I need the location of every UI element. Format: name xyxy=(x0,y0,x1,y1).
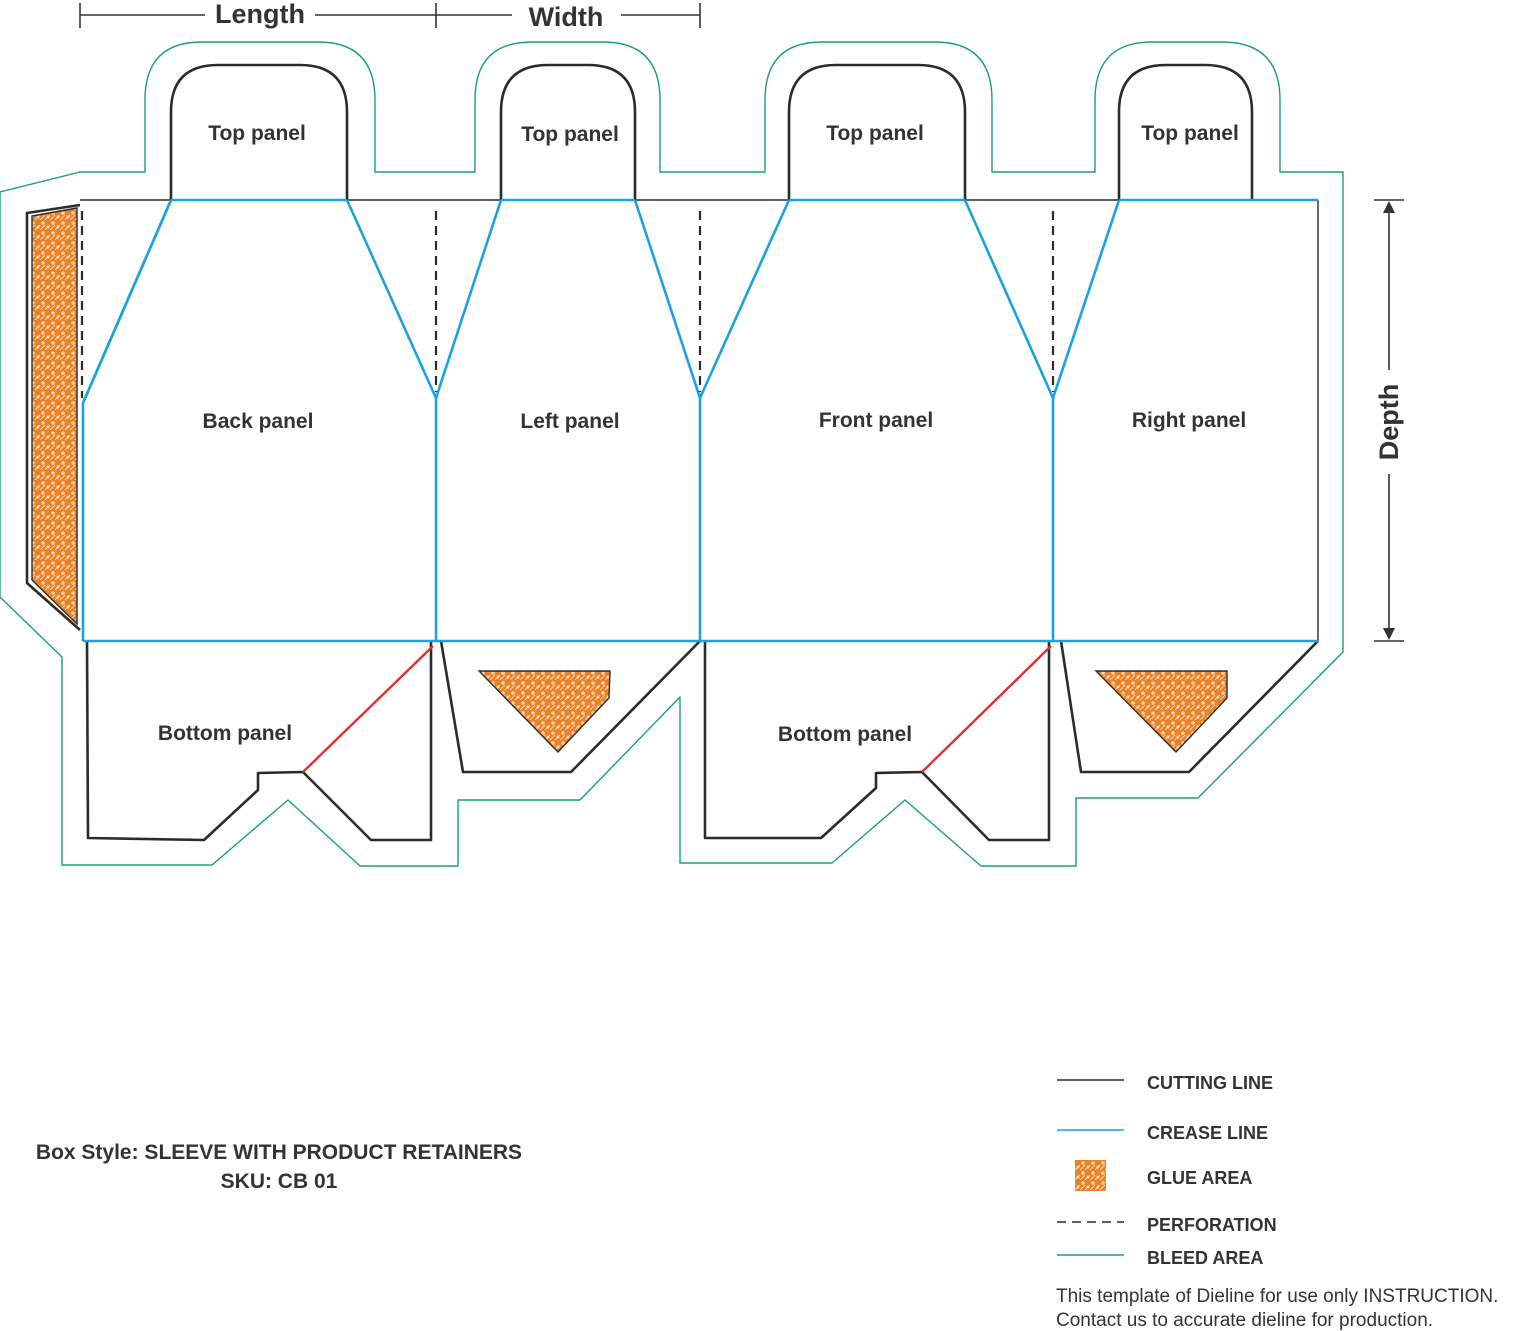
left-panel-label: Left panel xyxy=(520,410,619,433)
legend-bleed-area-label: BLEED AREA xyxy=(1147,1248,1263,1268)
legend-crease-line-label: CREASE LINE xyxy=(1147,1123,1268,1143)
front-panel-label: Front panel xyxy=(819,409,933,432)
glue-flap-cut xyxy=(25,203,81,631)
note-line-2: Contact us to accurate dieline for produ… xyxy=(1056,1310,1433,1331)
perforation-lines xyxy=(80,211,1055,398)
legend: CUTTING LINE CREASE LINE GLUE AREA PERFO… xyxy=(1057,1073,1277,1268)
red-fold-line-2 xyxy=(921,645,1052,773)
bottom-panel-2-cut xyxy=(703,641,1051,842)
bottom-panel-label-2: Bottom panel xyxy=(778,723,912,746)
note-line-1: This template of Dieline for use only IN… xyxy=(1056,1286,1498,1307)
glue-triangle-2 xyxy=(1094,670,1228,754)
glue-triangle-1 xyxy=(477,670,611,754)
crease-diagonal-set xyxy=(81,199,1121,404)
bleed-outline xyxy=(0,41,1344,867)
top-panel-label-4: Top panel xyxy=(1141,122,1239,145)
top-panel-label-2: Top panel xyxy=(521,123,619,146)
bottom-panel-label-1: Bottom panel xyxy=(158,722,292,745)
top-tab-3-cut xyxy=(787,63,967,200)
glue-area-swatch xyxy=(1075,1160,1106,1191)
bottom-panel-1-cut xyxy=(85,640,433,842)
top-panel-label-1: Top panel xyxy=(208,122,306,145)
right-panel-label: Right panel xyxy=(1132,409,1246,432)
box-style-text: Box Style: SLEEVE WITH PRODUCT RETAINERS xyxy=(36,1141,522,1164)
glue-flap-area xyxy=(31,207,78,626)
top-tab-1-cut xyxy=(169,63,349,200)
length-label: Length xyxy=(215,0,305,29)
legend-glue-area-label: GLUE AREA xyxy=(1147,1168,1252,1188)
sku-text: SKU: CB 01 xyxy=(221,1170,338,1193)
top-panel-label-3: Top panel xyxy=(826,122,924,145)
back-panel-label: Back panel xyxy=(203,410,314,433)
top-tab-4-cut xyxy=(1117,63,1254,200)
red-fold-line-1 xyxy=(302,645,434,773)
retainer-flap-2-cut xyxy=(1059,640,1319,774)
legend-perforation-label: PERFORATION xyxy=(1147,1215,1277,1235)
depth-arrow-down-icon xyxy=(1383,628,1395,640)
retainer-flap-1-cut xyxy=(439,640,701,774)
depth-arrow-up-icon xyxy=(1383,201,1395,213)
legend-cutting-line-label: CUTTING LINE xyxy=(1147,1073,1273,1093)
top-tab-2-cut xyxy=(499,63,637,200)
width-label: Width xyxy=(529,2,604,32)
crease-verticals xyxy=(81,398,1055,641)
depth-label: Depth xyxy=(1374,384,1404,461)
